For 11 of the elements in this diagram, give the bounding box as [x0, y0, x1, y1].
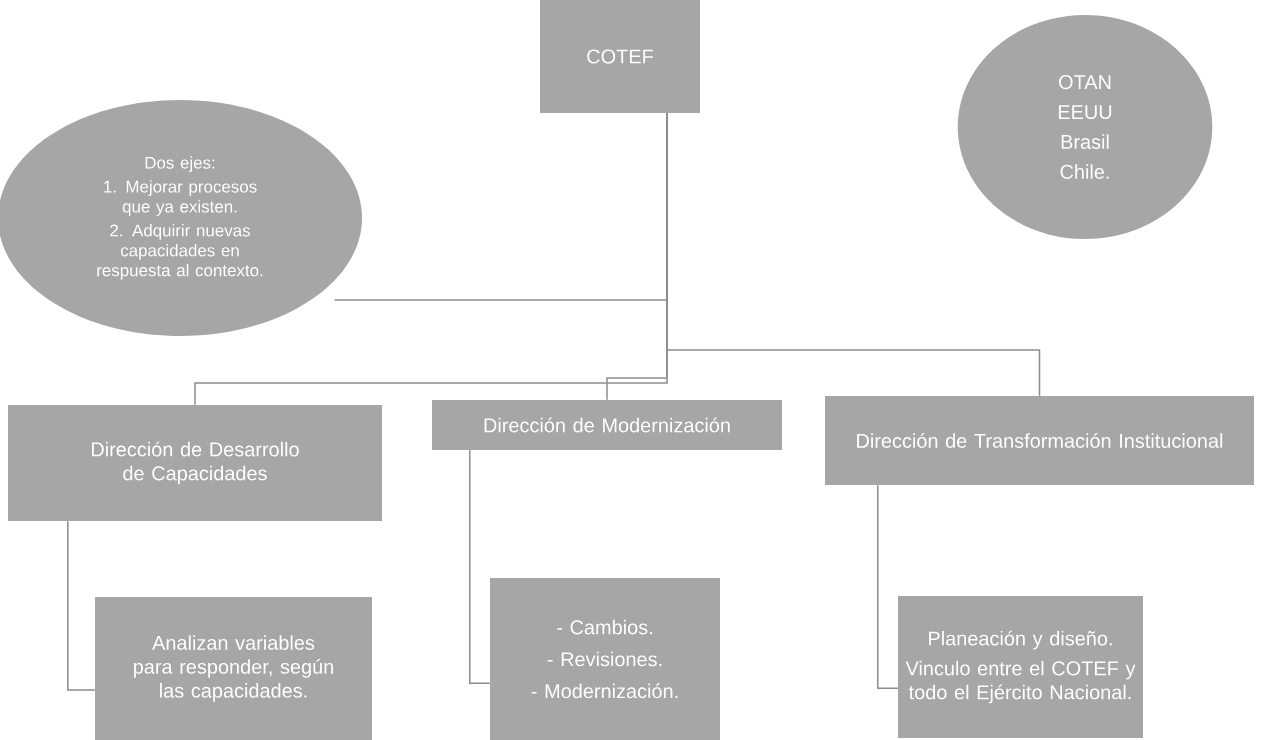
text-box: Planeación y diseño. Vinculo entre el COTEF y todo el Ejército Nacional.: [898, 596, 1143, 738]
connector-line: [877, 484, 899, 690]
connector-line: [469, 449, 491, 685]
text-box: Dirección de Modernización: [432, 400, 782, 450]
text-box: - Cambios. - Revisiones. - Modernización.: [490, 578, 720, 740]
connector-line: [67, 520, 96, 691]
text-box: Analizan variables para responder, según las capacidades.: [95, 597, 372, 740]
text-box: COTEF: [540, 0, 700, 113]
text-box: Dirección de Transformación Institucional: [825, 396, 1254, 485]
connector-line: [666, 112, 1041, 397]
text-box: Dirección de Desarrollo de Capacidades: [8, 405, 382, 521]
